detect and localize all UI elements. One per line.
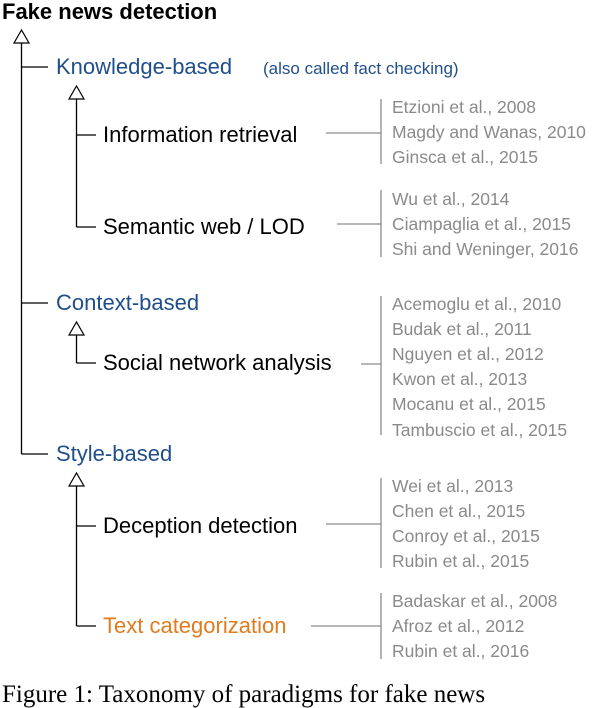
sub-deception-detection: Deception detection [103, 513, 298, 538]
reference-item: Chen et al., 2015 [392, 501, 526, 521]
sub-social-network-analysis: Social network analysis [103, 350, 332, 375]
reference-item: Badaskar et al., 2008 [392, 591, 558, 611]
category-context-based: Context-based [56, 290, 200, 315]
reference-item: Mocanu et al., 2015 [392, 394, 546, 414]
reference-item: Conroy et al., 2015 [392, 526, 540, 546]
reference-item: Shi and Weninger, 2016 [392, 239, 579, 259]
context-arrowhead [67, 320, 86, 336]
root-label: Fake news detection [2, 0, 218, 24]
sub-text-categorization: Text categorization [103, 613, 287, 638]
reference-item: Afroz et al., 2012 [392, 616, 525, 636]
reference-item: Acemoglu et al., 2010 [392, 294, 562, 314]
bracket-information-retrieval [326, 99, 382, 164]
reference-item: Nguyen et al., 2012 [392, 344, 544, 364]
reference-item: Etzioni et al., 2008 [392, 97, 536, 117]
category-note: (also called fact checking) [263, 59, 459, 78]
sub-semantic-web: Semantic web / LOD [103, 214, 305, 239]
bracket-semantic-web [337, 190, 382, 257]
reference-item: Budak et al., 2011 [392, 319, 532, 339]
bracket-text-categorization [311, 593, 382, 659]
reference-item: Ginsca et al., 2015 [392, 147, 538, 167]
style-arrowhead [67, 471, 86, 487]
reference-item: Tambuscio et al., 2015 [392, 420, 568, 440]
figure-caption: Figure 1: Taxonomy of paradigms for fake… [2, 681, 486, 708]
reference-item: Ciampaglia et al., 2015 [392, 214, 571, 234]
reference-item: Rubin et al., 2015 [392, 551, 530, 571]
category-style-based: Style-based [56, 441, 173, 466]
knowledge-arrowhead [67, 84, 86, 100]
category-knowledge-based: Knowledge-based [56, 54, 233, 79]
root-arrowhead [12, 28, 31, 44]
reference-item: Magdy and Wanas, 2010 [392, 122, 586, 142]
reference-item: Wu et al., 2014 [392, 189, 510, 209]
bracket-social-network [361, 296, 382, 435]
bracket-deception [326, 478, 382, 568]
reference-item: Wei et al., 2013 [392, 476, 514, 496]
reference-item: Rubin et al., 2016 [392, 641, 530, 661]
reference-item: Kwon et al., 2013 [392, 369, 528, 389]
sub-information-retrieval: Information retrieval [103, 122, 298, 147]
